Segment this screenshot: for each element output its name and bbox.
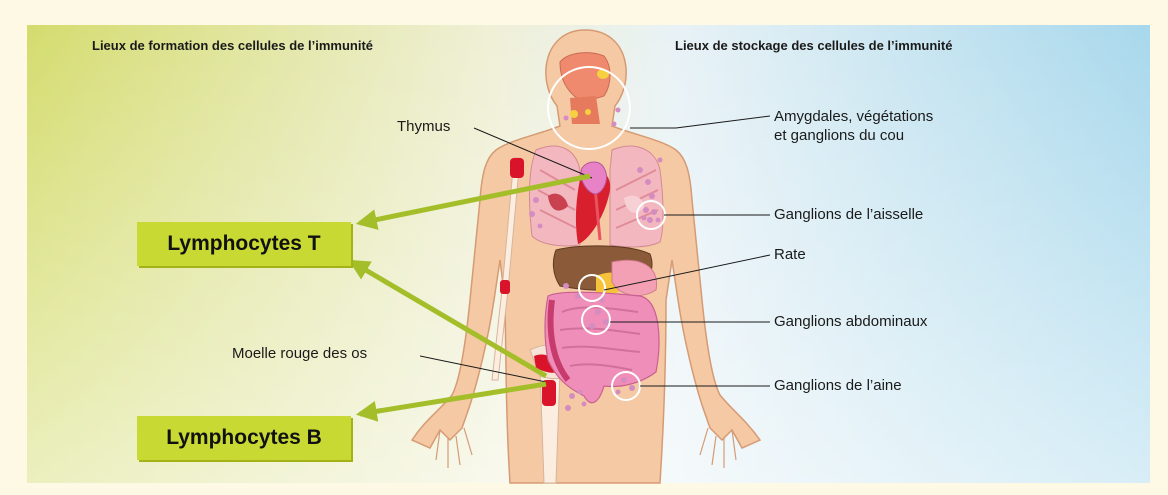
rate-label: Rate [774,245,806,264]
amygdales-label-line2: et ganglions du cou [774,126,904,145]
lymphocytes-b-label: Lymphocytes B [166,426,322,450]
lymphocytes-t-label: Lymphocytes T [167,232,320,256]
lymphocytes-t-box: Lymphocytes T [137,222,351,266]
lymphocytes-b-box: Lymphocytes B [137,416,351,460]
aisselle-label: Ganglions de l’aisselle [774,205,923,224]
thymus-label: Thymus [397,117,450,136]
moelle-label: Moelle rouge des os [232,344,367,363]
aine-label: Ganglions de l’aine [774,376,902,395]
abdominal-organs [545,246,659,403]
formation-heading: Lieux de formation des cellules de l’imm… [92,38,373,53]
storage-heading: Lieux de stockage des cellules de l’immu… [675,38,952,53]
abdominaux-label: Ganglions abdominaux [774,312,927,331]
amygdales-label-line1: Amygdales, végétations [774,107,933,126]
